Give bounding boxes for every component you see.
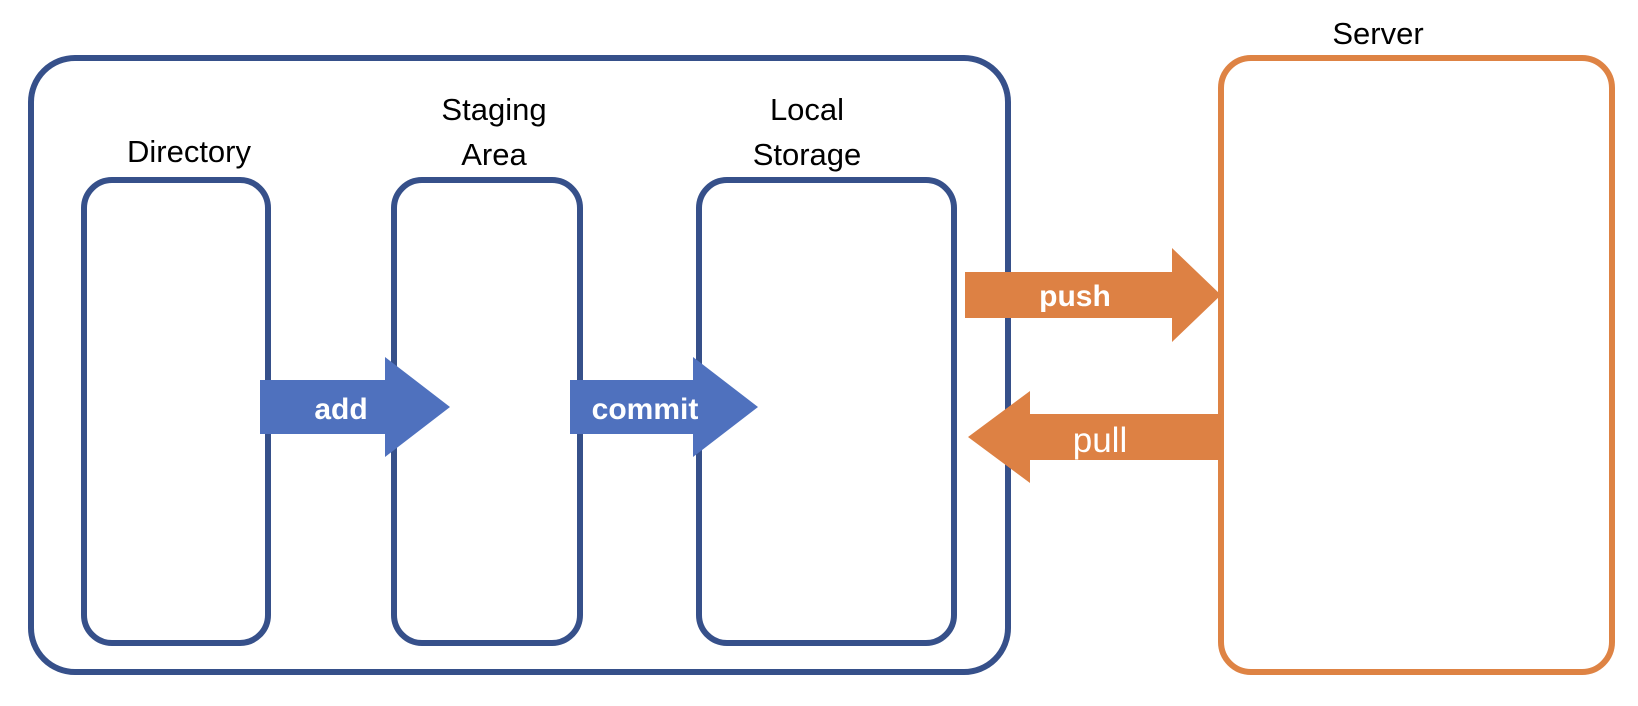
push-arrow-shape [965,248,1221,342]
local-storage-label-line1: Local [770,92,844,127]
commit-arrow[interactable]: commit [570,357,758,457]
directory-label: Directory [127,134,252,169]
commit-arrow-label: commit [592,393,699,426]
server-label: Server [1332,16,1423,51]
staging-area-label-line2: Area [461,137,527,172]
pull-arrow[interactable]: pull [968,391,1221,483]
add-arrow-shape [260,357,450,457]
add-arrow[interactable]: add [260,357,450,457]
commit-arrow-shape [570,357,758,457]
local-storage-label-line2: Storage [753,137,862,172]
pull-arrow-label: pull [1073,421,1127,460]
add-arrow-label: add [314,393,367,426]
directory-box[interactable] [81,177,271,646]
push-arrow[interactable]: push [965,248,1221,342]
pull-arrow-shape [968,391,1221,483]
server-box[interactable] [1218,55,1615,675]
push-arrow-label: push [1039,280,1111,313]
local-container-outline[interactable] [28,55,1011,675]
staging-area-label-line1: Staging [441,92,546,127]
